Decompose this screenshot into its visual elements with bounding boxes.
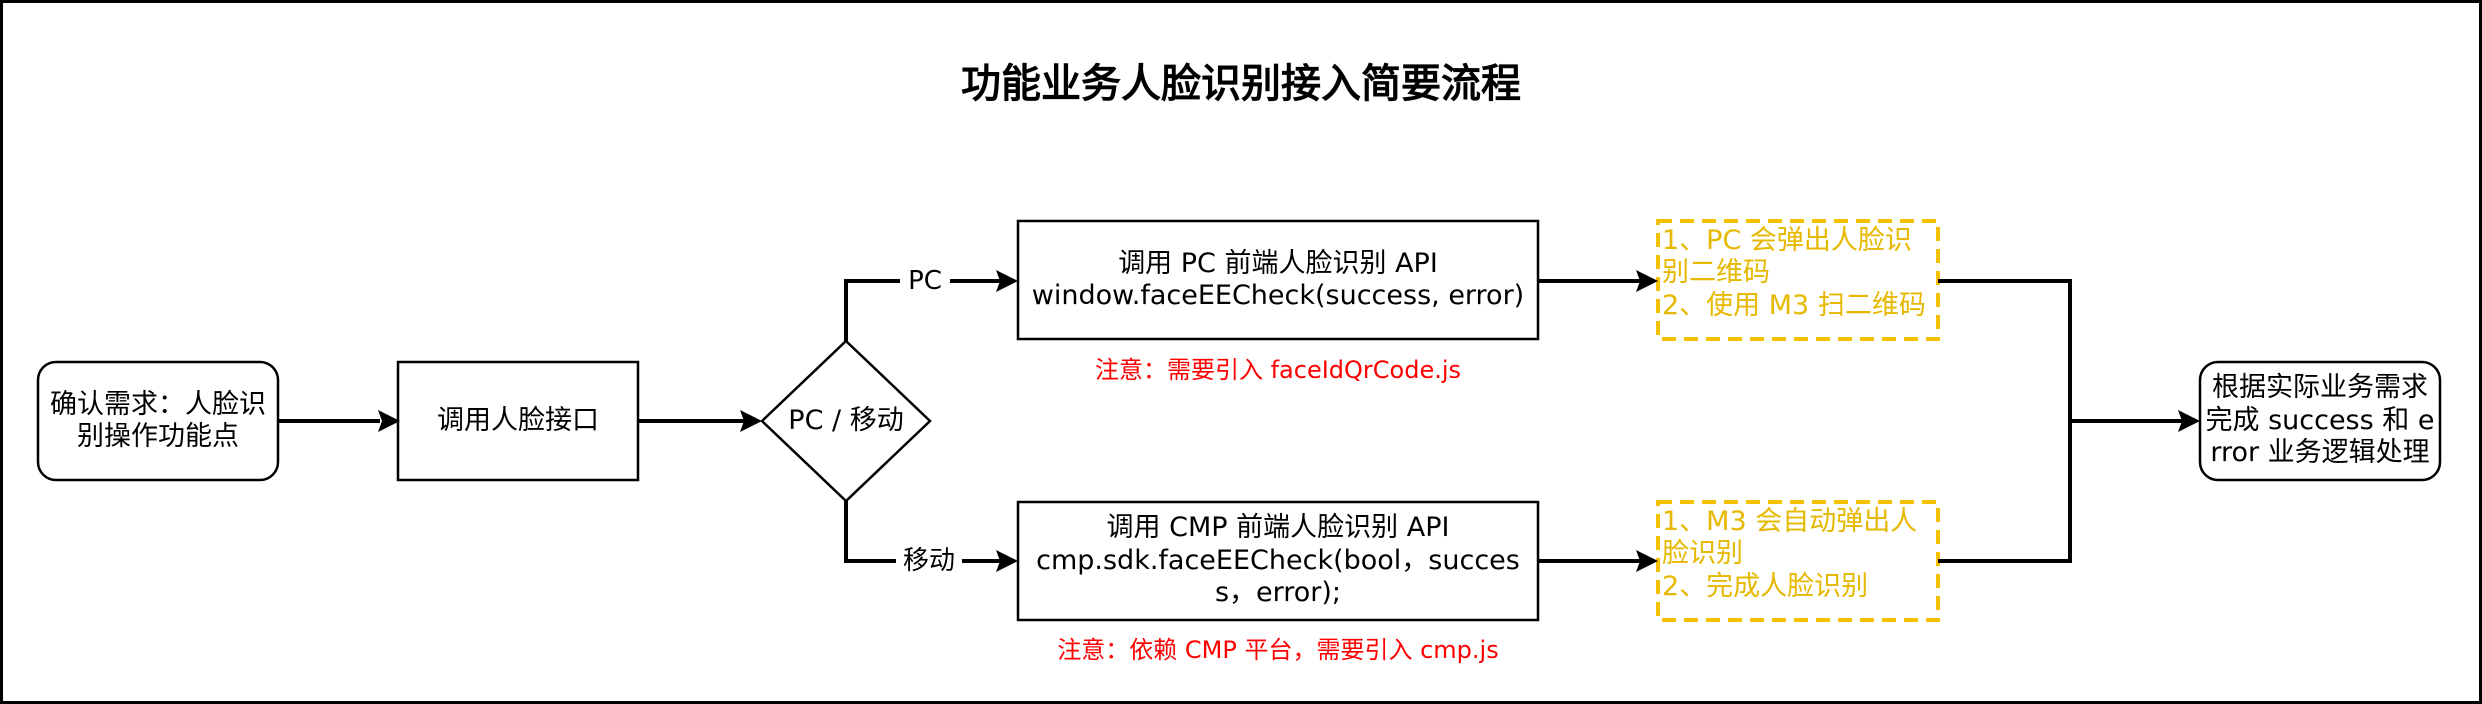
edge-merge-bracket: [1938, 279, 2072, 563]
arrowhead-pc-api: [996, 270, 1018, 292]
edge-label-pc: PC: [900, 266, 950, 298]
mobile-api-call: cmp.sdk.faceEECheck(bool，success，error);: [1036, 544, 1520, 609]
mobile-step-2: 2、完成人脸识别: [1662, 570, 1869, 602]
arrowhead-decision: [740, 410, 762, 432]
pc-api-node: [1016, 219, 1540, 341]
pc-step-2: 2、使用 M3 扫二维码: [1662, 289, 1926, 321]
pc-steps-text: 1、PC 会弹出人脸识别二维码 2、使用 M3 扫二维码: [1662, 225, 1938, 335]
arrowhead-final: [2178, 410, 2200, 432]
mobile-api-title: 调用 CMP 前端人脸识别 API: [1106, 512, 1450, 544]
mobile-note: 注意：依赖 CMP 平台，需要引入 cmp.js: [1057, 635, 1499, 664]
mobile-steps-text: 1、M3 会自动弹出人脸识别 2、完成人脸识别: [1662, 506, 1938, 616]
mobile-api-node: [1016, 500, 1540, 622]
platform-decision-text: PC / 移动: [788, 404, 904, 436]
mobile-step-1: 1、M3 会自动弹出人脸识别: [1662, 506, 1918, 570]
confirm-requirement-text: 确认需求：人脸识别操作功能点: [50, 388, 266, 452]
call-face-api-node: [396, 360, 640, 482]
pc-api-call: window.faceEECheck(success, error): [1031, 280, 1525, 311]
call-face-api-text: 调用人脸接口: [437, 404, 599, 436]
final-handling-text: 根据实际业务需求完成 success 和 error 业务逻辑处理: [2205, 372, 2435, 469]
arrowhead-call: [378, 410, 400, 432]
pc-api-title: 调用 PC 前端人脸识别 API: [1118, 247, 1438, 279]
pc-note: 注意：需要引入 faceIdQrCode.js: [1094, 355, 1462, 384]
arrowhead-mobile-api: [996, 550, 1018, 572]
pc-step-1: 1、PC 会弹出人脸识别二维码: [1662, 225, 1912, 289]
arrowhead-mobile-steps: [1636, 550, 1658, 572]
arrowhead-pc-steps: [1636, 270, 1658, 292]
mobile-api-text: 调用 CMP 前端人脸识别 API cmp.sdk.faceEECheck(bo…: [1022, 504, 1534, 618]
pc-api-text: 调用 PC 前端人脸识别 API window.faceEECheck(succ…: [1022, 223, 1534, 337]
edge-label-mobile: 移动: [896, 546, 962, 578]
diagram-title: 功能业务人脸识别接入简要流程: [961, 61, 1521, 107]
